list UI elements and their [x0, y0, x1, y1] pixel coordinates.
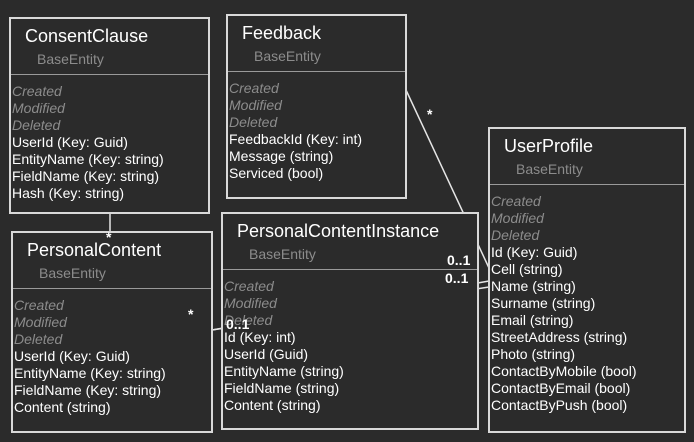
- property-id: Id (Key: int): [224, 329, 296, 345]
- property-feedbackid: FeedbackId (Key: int): [229, 131, 363, 147]
- entity-name: Feedback: [242, 23, 322, 43]
- entity-personalcontentinstance[interactable]: PersonalContentInstance BaseEntity Creat…: [221, 212, 479, 430]
- property-list: Created Modified Deleted Id (Key: Guid) …: [490, 185, 684, 414]
- property-cell: Cell (string): [491, 261, 563, 277]
- property-contactbymobile: ContactByMobile (bool): [491, 363, 637, 379]
- entity-userprofile[interactable]: UserProfile BaseEntity Created Modified …: [488, 127, 686, 433]
- property-content: Content (string): [14, 399, 111, 415]
- property-entityname: EntityName (Key: string): [14, 365, 166, 381]
- property-email: Email (string): [491, 312, 574, 328]
- property-modified: Modified: [14, 314, 67, 330]
- entity-header: PersonalContent BaseEntity: [13, 233, 211, 289]
- entity-base-class: BaseEntity: [37, 51, 104, 67]
- property-userid: UserId (Guid): [224, 346, 309, 362]
- entity-header: PersonalContentInstance BaseEntity: [223, 214, 477, 270]
- multiplicity-label: 0..1: [445, 270, 469, 286]
- property-deleted: Deleted: [229, 114, 278, 130]
- property-name: Name (string): [491, 278, 576, 294]
- property-modified: Modified: [224, 295, 277, 311]
- property-modified: Modified: [229, 97, 282, 113]
- property-entityname: EntityName (string): [224, 363, 344, 379]
- property-deleted: Deleted: [491, 227, 540, 243]
- property-serviced: Serviced (bool): [229, 165, 324, 181]
- property-created: Created: [229, 80, 279, 96]
- entity-base-class: BaseEntity: [254, 48, 321, 64]
- property-fieldname: FieldName (Key: string): [12, 168, 160, 184]
- entity-base-class: BaseEntity: [249, 246, 316, 262]
- entity-name: ConsentClause: [25, 26, 149, 46]
- property-contactbyemail: ContactByEmail (bool): [491, 380, 631, 396]
- property-created: Created: [224, 278, 274, 294]
- entity-feedback[interactable]: Feedback BaseEntity Created Modified Del…: [226, 14, 407, 199]
- property-streetaddress: StreetAddress (string): [491, 329, 628, 345]
- property-created: Created: [491, 193, 541, 209]
- entity-header: ConsentClause BaseEntity: [11, 19, 208, 75]
- property-deleted: Deleted: [224, 312, 273, 328]
- multiplicity-label: *: [427, 106, 433, 122]
- property-id: Id (Key: Guid): [491, 244, 578, 260]
- property-created: Created: [12, 83, 62, 99]
- property-list: Created Modified Deleted Id (Key: int) U…: [223, 270, 477, 414]
- property-hash: Hash (Key: string): [12, 185, 125, 201]
- entity-name: PersonalContent: [27, 240, 162, 260]
- entity-consentclause[interactable]: ConsentClause BaseEntity Created Modifie…: [9, 17, 210, 214]
- property-deleted: Deleted: [12, 117, 61, 133]
- property-list: Created Modified Deleted FeedbackId (Key…: [228, 72, 405, 182]
- entity-base-class: BaseEntity: [39, 265, 106, 281]
- entity-personalcontent[interactable]: PersonalContent BaseEntity Created Modif…: [11, 231, 213, 433]
- multiplicity-label: *: [188, 306, 194, 322]
- property-userid: UserId (Key: Guid): [14, 348, 130, 364]
- property-modified: Modified: [491, 210, 544, 226]
- property-created: Created: [14, 297, 64, 313]
- property-photo: Photo (string): [491, 346, 576, 362]
- property-deleted: Deleted: [14, 331, 63, 347]
- property-modified: Modified: [12, 100, 65, 116]
- multiplicity-label: 0..1: [226, 316, 250, 332]
- entity-base-class: BaseEntity: [516, 161, 583, 177]
- entity-name: UserProfile: [504, 136, 594, 156]
- property-fieldname: FieldName (Key: string): [14, 382, 162, 398]
- property-list: Created Modified Deleted UserId (Key: Gu…: [13, 289, 211, 416]
- property-content: Content (string): [224, 397, 321, 413]
- property-entityname: EntityName (Key: string): [12, 151, 164, 167]
- entity-name: PersonalContentInstance: [237, 221, 440, 241]
- property-list: Created Modified Deleted UserId (Key: Gu…: [11, 75, 208, 202]
- property-message: Message (string): [229, 148, 334, 164]
- entity-header: Feedback BaseEntity: [228, 16, 405, 72]
- entity-header: UserProfile BaseEntity: [490, 129, 684, 185]
- multiplicity-label: *: [106, 229, 112, 245]
- property-surname: Surname (string): [491, 295, 596, 311]
- property-userid: UserId (Key: Guid): [12, 134, 128, 150]
- property-contactbypush: ContactByPush (bool): [491, 397, 628, 413]
- property-fieldname: FieldName (string): [224, 380, 340, 396]
- multiplicity-label: 0..1: [447, 252, 471, 268]
